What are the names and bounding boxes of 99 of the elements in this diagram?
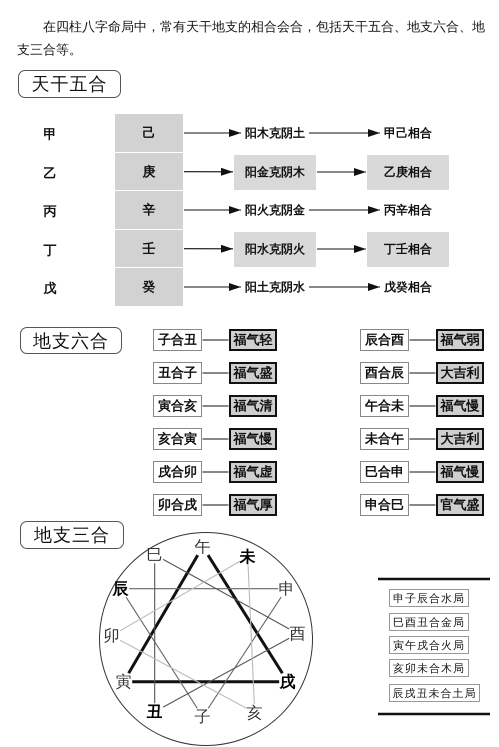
pair-box: 酉合辰 bbox=[360, 362, 409, 384]
pair-box: 卯合戌 bbox=[153, 494, 202, 516]
arrow bbox=[184, 244, 233, 253]
branch-label: 未 bbox=[240, 548, 256, 565]
arrow bbox=[184, 283, 241, 291]
result-text: 戊癸相合 bbox=[384, 281, 432, 293]
fortune-box: 福气弱 bbox=[436, 329, 484, 351]
triangle-side bbox=[248, 565, 255, 704]
pair-box: 子合丑 bbox=[153, 329, 202, 351]
triangle-side bbox=[120, 561, 240, 632]
shaded-cell: 壬 bbox=[115, 230, 183, 268]
pair-box: 午合未 bbox=[360, 395, 409, 417]
branch-label: 子 bbox=[194, 708, 211, 725]
connector-line bbox=[410, 471, 436, 473]
branch-label: 酉 bbox=[290, 626, 306, 642]
triangle-side bbox=[162, 638, 290, 708]
arrow bbox=[184, 129, 241, 137]
fortune-box: 福气虚 bbox=[229, 461, 277, 483]
section-header: 地支六合 bbox=[20, 327, 122, 354]
branch-label: 戌 bbox=[280, 674, 296, 690]
pair-box: 丑合子 bbox=[153, 362, 202, 384]
arrow bbox=[184, 206, 241, 214]
shaded-box: 阳水克阴火 bbox=[234, 232, 316, 266]
shaded-cell: 庚 bbox=[115, 152, 183, 190]
connector-line bbox=[202, 372, 228, 374]
shaded-box: 丁壬相合 bbox=[367, 232, 449, 266]
pair-box: 申合巳 bbox=[360, 494, 409, 516]
connector-line bbox=[410, 372, 436, 374]
stem-label: 乙 bbox=[44, 167, 56, 180]
triangle-side bbox=[154, 563, 156, 704]
fortune-box: 福气轻 bbox=[229, 329, 277, 351]
arrow bbox=[309, 129, 380, 137]
fortune-box: 大吉利 bbox=[436, 362, 484, 384]
shaded-cell: 癸 bbox=[115, 268, 183, 306]
connector-line bbox=[202, 471, 228, 473]
triangle-side bbox=[162, 558, 290, 630]
pair-box: 巳合申 bbox=[360, 461, 409, 483]
connector-line bbox=[410, 339, 436, 341]
combination-box: 巳酉丑合金局 bbox=[389, 613, 469, 631]
combination-box: 寅午戌合火局 bbox=[389, 636, 469, 654]
connector-line bbox=[202, 339, 228, 341]
result-text: 丙辛相合 bbox=[384, 204, 432, 216]
pair-box: 戌合卯 bbox=[153, 461, 202, 483]
triangle-side bbox=[129, 588, 278, 590]
shaded-cell: 己 bbox=[115, 114, 183, 152]
pair-box: 寅合亥 bbox=[153, 395, 202, 417]
connector-line bbox=[202, 438, 228, 440]
fortune-box: 福气慢 bbox=[436, 461, 484, 483]
pair-box: 辰合酉 bbox=[360, 329, 409, 351]
relation-text: 阳火克阴金 bbox=[245, 204, 305, 216]
fortune-box: 福气厚 bbox=[229, 494, 277, 516]
connector-line bbox=[410, 504, 436, 506]
stem-label: 丙 bbox=[44, 206, 56, 218]
shaded-box: 乙庚相合 bbox=[367, 154, 449, 190]
intro-paragraph: 在四柱八字命局中，常有天干地支的相合会合，包括天干五合、地支六合、地支三合等。 bbox=[17, 19, 486, 60]
branch-label: 巳 bbox=[146, 546, 163, 563]
branch-label: 亥 bbox=[246, 704, 263, 721]
connector-line bbox=[410, 438, 436, 440]
branch-label: 丑 bbox=[146, 704, 163, 720]
combination-box: 亥卯未合木局 bbox=[389, 659, 469, 677]
arrow bbox=[184, 168, 233, 176]
arrow bbox=[317, 245, 366, 253]
pair-box: 未合午 bbox=[360, 428, 409, 450]
triangle-side bbox=[132, 680, 280, 684]
branch-label: 午 bbox=[194, 538, 211, 555]
branch-label: 卯 bbox=[104, 628, 120, 644]
stem-label: 丁 bbox=[44, 244, 56, 257]
arrow bbox=[317, 168, 366, 176]
triangle-side bbox=[206, 554, 284, 674]
triangle-side bbox=[127, 554, 200, 674]
connector-line bbox=[202, 405, 228, 407]
section-header: 地支三合 bbox=[20, 521, 124, 549]
fortune-box: 福气慢 bbox=[436, 395, 484, 417]
fortune-box: 大吉利 bbox=[436, 428, 484, 450]
combination-box: 辰戌丑未合土局 bbox=[389, 684, 480, 702]
pair-box: 亥合寅 bbox=[153, 428, 202, 450]
arrow bbox=[309, 206, 380, 214]
triangle-side bbox=[126, 596, 198, 709]
fortune-box: 福气盛 bbox=[229, 362, 277, 384]
shaded-box: 阳金克阴木 bbox=[234, 154, 316, 190]
arrow bbox=[309, 283, 380, 291]
branch-label: 寅 bbox=[116, 674, 132, 690]
stem-label: 戊 bbox=[44, 282, 56, 296]
stem-label: 甲 bbox=[44, 128, 56, 142]
fortune-box: 福气清 bbox=[229, 395, 277, 417]
fortune-box: 福气慢 bbox=[229, 428, 277, 450]
result-text: 甲己相合 bbox=[384, 127, 432, 139]
section-header: 天干五合 bbox=[18, 70, 121, 98]
fortune-box: 官气盛 bbox=[436, 494, 484, 516]
branch-label: 申 bbox=[278, 580, 295, 597]
connector-line bbox=[202, 504, 228, 506]
triangle-side bbox=[208, 596, 282, 709]
connector-line bbox=[410, 405, 436, 407]
relation-text: 阳木克阴土 bbox=[245, 127, 305, 139]
relation-text: 阳土克阴水 bbox=[245, 281, 305, 293]
branch-label: 辰 bbox=[112, 580, 129, 597]
triangle-side bbox=[120, 640, 247, 709]
combination-box: 申子辰合水局 bbox=[389, 589, 469, 607]
shaded-cell: 辛 bbox=[115, 191, 183, 229]
